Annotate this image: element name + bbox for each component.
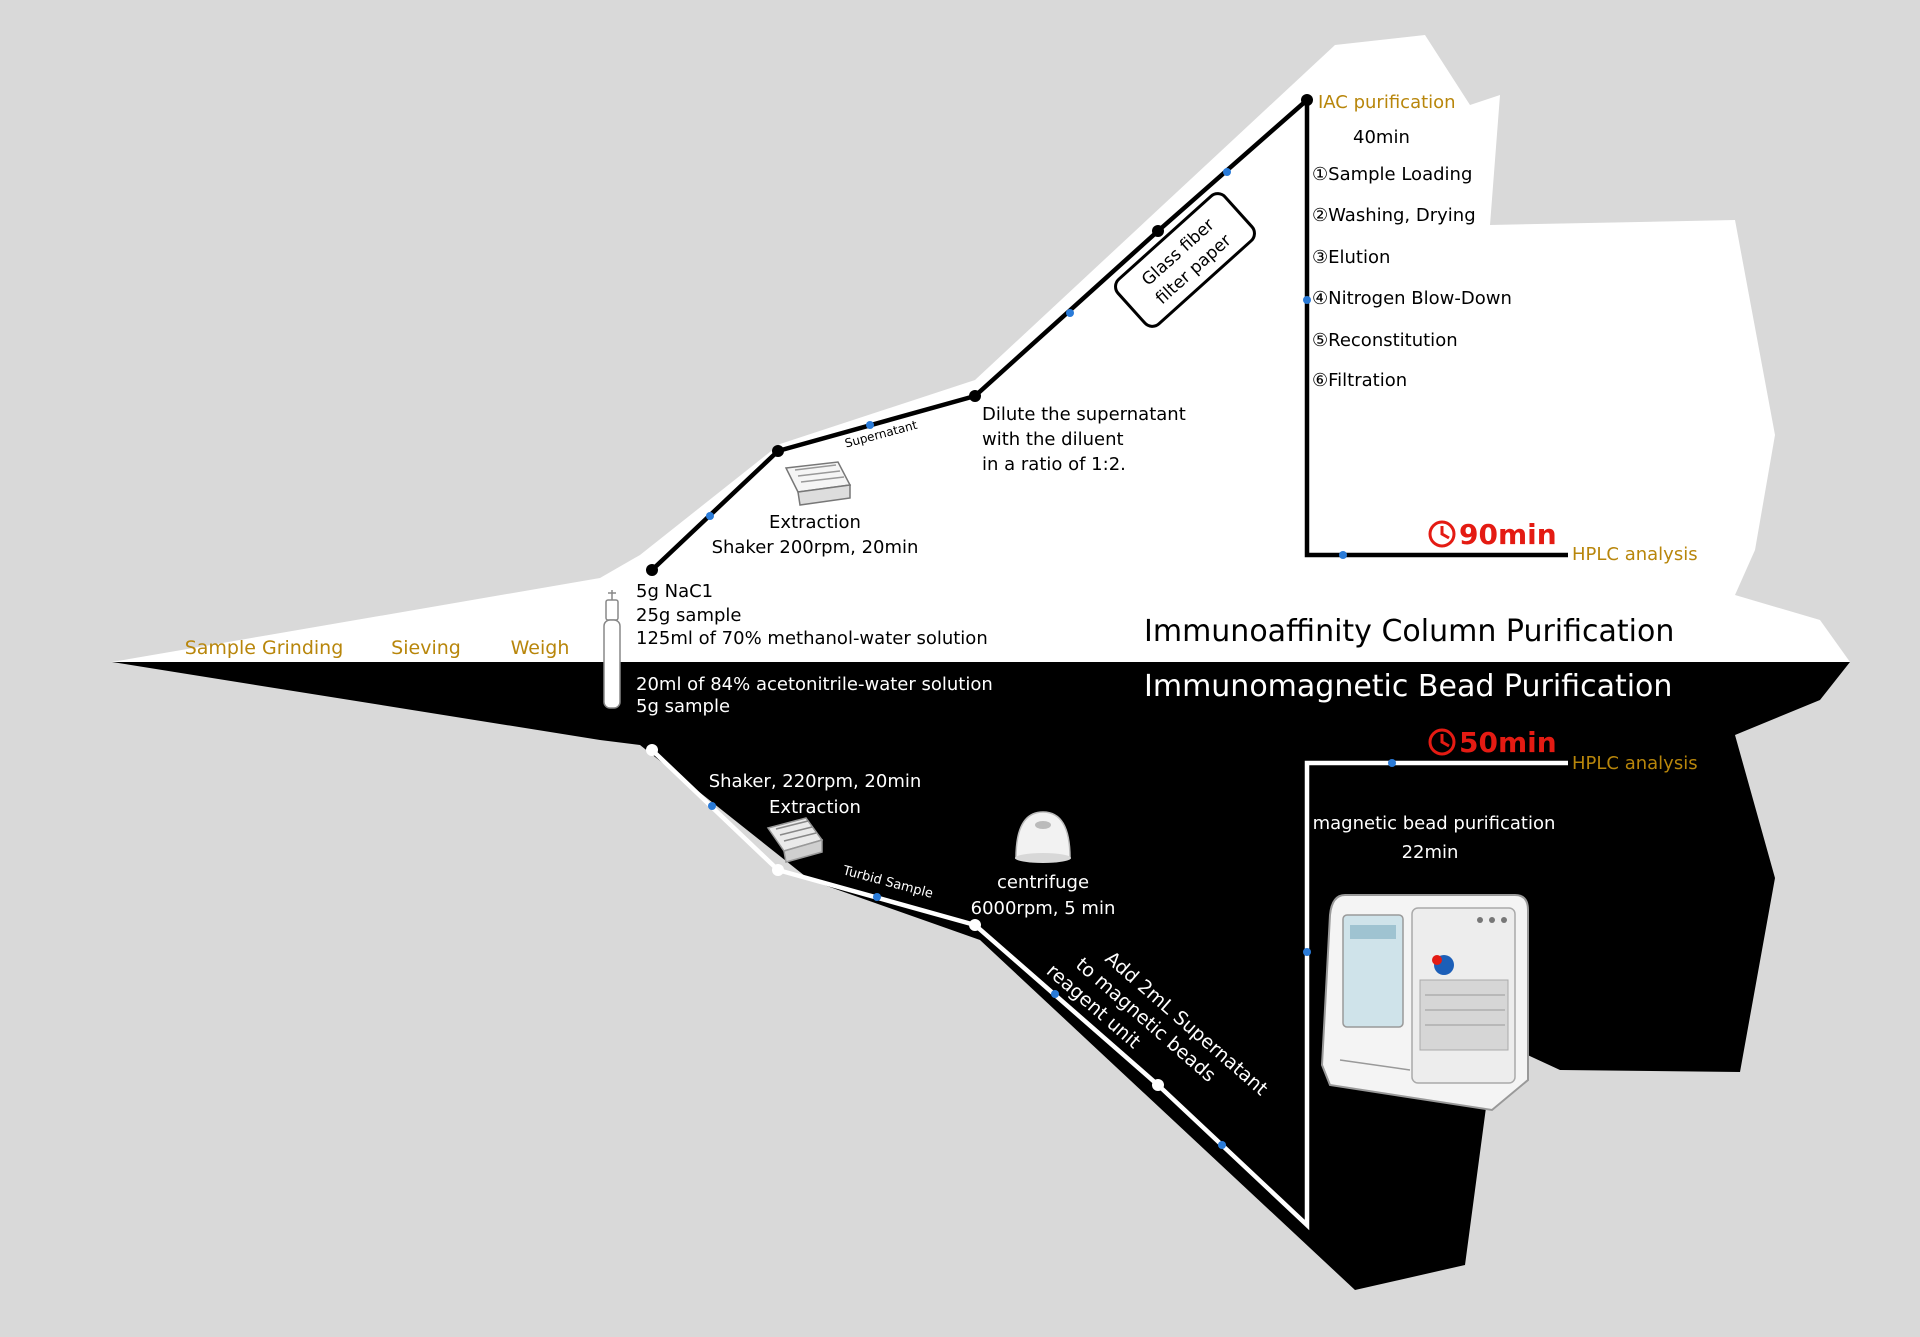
imb-extraction-label: Extraction <box>769 797 861 818</box>
iac-step-4: ④Nitrogen Blow-Down <box>1312 288 1512 309</box>
magnetic-bead-instrument-icon <box>1320 894 1529 1112</box>
iac-step-5: ⑤Reconstitution <box>1312 330 1458 351</box>
imb-hplc-label: HPLC analysis <box>1572 753 1698 774</box>
centrifuge-icon <box>1015 811 1071 863</box>
imb-purification-title: magnetic bead purification <box>1313 813 1556 834</box>
iac-total-time: 90min <box>1459 518 1557 551</box>
imb-duration: 22min <box>1402 842 1459 863</box>
iac-dilute-line-3: in a ratio of 1:2. <box>982 454 1126 475</box>
iac-hplc-label: HPLC analysis <box>1572 544 1698 565</box>
imb-shaker-label: Shaker, 220rpm, 20min <box>709 771 922 792</box>
iac-step-2: ②Washing, Drying <box>1312 205 1476 226</box>
iac-step-1: ①Sample Loading <box>1312 164 1472 185</box>
iac-reagent-solution: 125ml of 70% methanol-water solution <box>636 628 988 649</box>
iac-section-title: Immunoaffinity Column Purification <box>1144 614 1674 649</box>
shaker-icon-bottom <box>766 817 824 863</box>
imb-centrifuge-title: centrifuge <box>997 872 1089 893</box>
imb-centrifuge-detail: 6000rpm, 5 min <box>971 898 1116 919</box>
imb-nodes <box>646 744 1164 1091</box>
prep-weigh-label: Weigh <box>511 637 570 659</box>
iac-step-3: ③Elution <box>1312 247 1390 268</box>
imb-reagent-solution: 20ml of 84% acetonitrile-water solution <box>636 674 993 695</box>
iac-reagent-nacl: 5g NaC1 <box>636 581 713 602</box>
prep-grinding-label: Sample Grinding <box>185 637 344 659</box>
clock-icon <box>1428 520 1456 548</box>
imb-total-time: 50min <box>1459 726 1557 759</box>
imb-reagent-sample: 5g sample <box>636 696 730 717</box>
shaker-icon <box>784 461 852 506</box>
iac-extraction-detail: Shaker 200rpm, 20min <box>712 537 919 558</box>
iac-dilute-line-1: Dilute the supernatant <box>982 404 1186 425</box>
clock-icon-bottom <box>1428 728 1456 756</box>
iac-step-6: ⑥Filtration <box>1312 370 1407 391</box>
iac-dilute-line-2: with the diluent <box>982 429 1124 450</box>
iac-nodes <box>646 94 1313 576</box>
imb-section-title: Immunomagnetic Bead Purification <box>1144 669 1672 704</box>
prep-sieving-label: Sieving <box>391 637 461 659</box>
iac-extraction-title: Extraction <box>769 512 861 533</box>
iac-duration: 40min <box>1353 127 1410 148</box>
iac-flow-arrows <box>706 168 1347 559</box>
imb-flow-arrows <box>708 759 1396 1149</box>
pipette-icon <box>603 590 621 709</box>
iac-purification-title: IAC purification <box>1318 92 1456 113</box>
iac-reagent-sample: 25g sample <box>636 605 742 626</box>
